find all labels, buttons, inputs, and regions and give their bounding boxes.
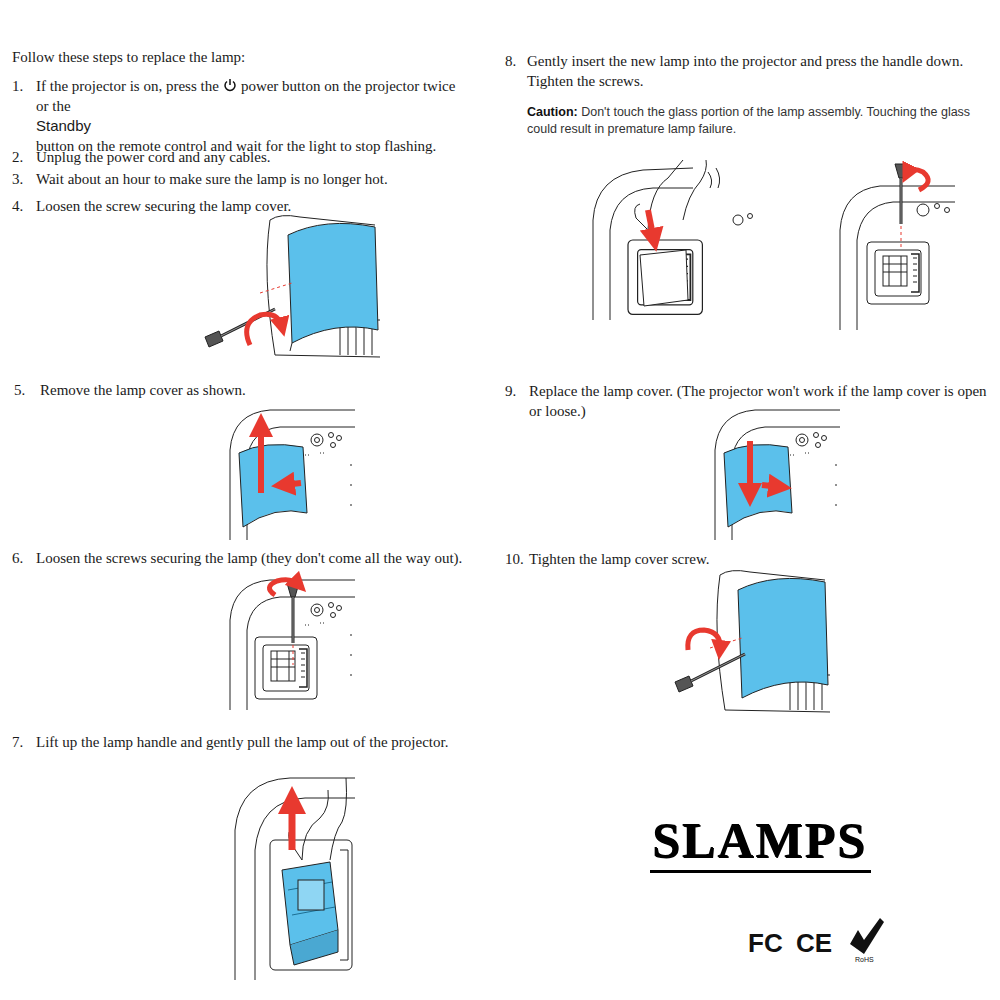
step-number: 8.	[505, 51, 516, 71]
step-text: If the projector is on, press the	[36, 78, 219, 94]
step-number: 6.	[12, 548, 23, 568]
power-icon	[223, 78, 237, 92]
ce-mark: CE	[796, 928, 832, 958]
step-number: 3.	[12, 169, 23, 189]
step-number: 7.	[12, 732, 23, 752]
step-text: Gently insert the new lamp into the proj…	[527, 51, 999, 91]
fcc-mark: FC	[748, 928, 783, 958]
step-text: Lift up the lamp handle and gently pull …	[36, 732, 496, 752]
step-text: Replace the lamp cover. (The projector w…	[529, 381, 999, 421]
step-text: Unplug the power cord and any cables.	[36, 147, 436, 167]
caution-text: Don't touch the glass portion of the lam…	[527, 105, 970, 136]
step-text: Wait about an hour to make sure the lamp…	[36, 169, 456, 189]
caution-label: Caution:	[527, 105, 578, 119]
step-number: 10.	[505, 549, 524, 569]
rohs-mark: RoHS	[855, 956, 874, 964]
step-text-group: If the projector is on, press thepower b…	[36, 76, 461, 156]
step-text: Loosen the screws securing the lamp (the…	[36, 548, 496, 568]
step-text: Loosen the screw securing the lamp cover…	[36, 196, 436, 216]
step-number: 9.	[505, 381, 516, 401]
title: Follow these steps to replace the lamp:	[12, 47, 245, 67]
caution-note: Caution: Don't touch the glass portion o…	[527, 104, 997, 138]
step-number: 5.	[14, 380, 25, 400]
step-number: 4.	[12, 196, 23, 216]
brand-logo: SLAMPS	[650, 812, 871, 873]
button-name: Standby	[36, 117, 91, 134]
step-number: 1.	[12, 76, 23, 96]
step-text: Tighten the lamp cover screw.	[529, 549, 929, 569]
step-text: Remove the lamp cover as shown.	[40, 380, 440, 400]
step-number: 2.	[12, 147, 23, 167]
